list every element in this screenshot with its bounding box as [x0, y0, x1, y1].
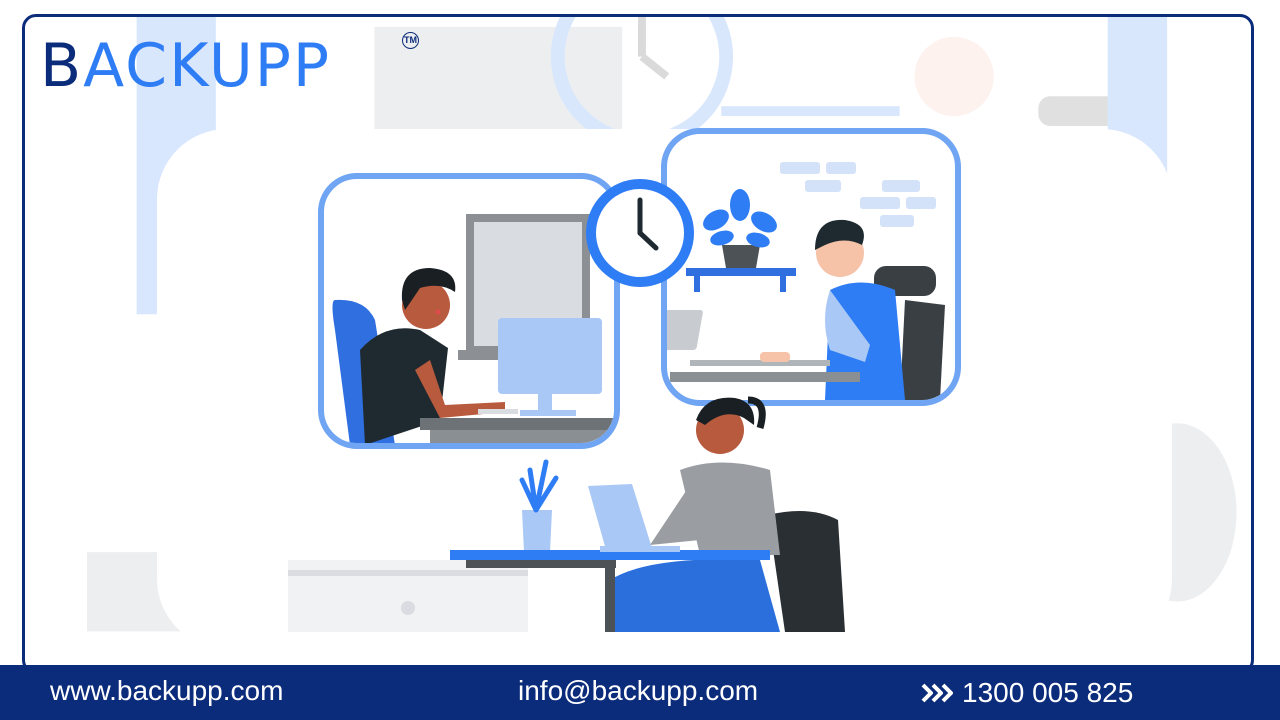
phone-number: 1300 005 825	[962, 676, 1134, 708]
triple-chevron-right-icon	[921, 683, 953, 702]
plant-icon	[703, 189, 777, 248]
left-workspace-panel	[318, 173, 620, 449]
website-link[interactable]: www.backupp.com	[50, 675, 284, 706]
clock-icon	[586, 179, 694, 287]
vase-plant-icon	[519, 459, 559, 552]
trademark-mark: TM	[402, 32, 419, 49]
backupp-logo: BACKUPP TM	[40, 30, 420, 101]
phone-contact[interactable]: 1300 005 825	[920, 665, 1133, 720]
bottom-workspace	[288, 396, 845, 632]
logo-text: BACKUPP	[40, 31, 331, 100]
email-link[interactable]: info@backupp.com	[518, 675, 759, 706]
remote-work-illustration	[288, 128, 961, 632]
contact-footer: www.backupp.com info@backupp.com 1300 00…	[0, 665, 1280, 720]
right-workspace-panel	[661, 128, 961, 406]
